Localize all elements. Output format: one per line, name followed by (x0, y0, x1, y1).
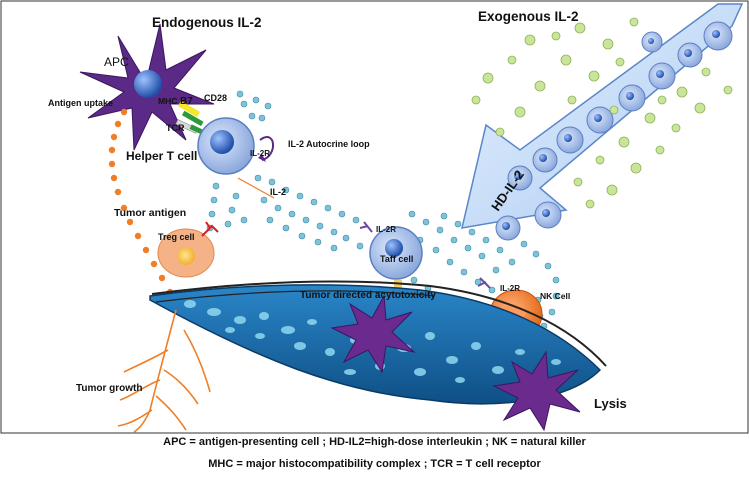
lysis-label: Lysis (594, 396, 627, 411)
b7-label: B7 (180, 96, 193, 107)
treg-cell-label: Treg cell (158, 232, 195, 242)
apc-label: APC (104, 55, 129, 69)
il2-label: IL-2 (270, 187, 286, 197)
endogenous-title: Endogenous IL-2 (152, 15, 262, 30)
lysed-cell-right (492, 350, 581, 432)
il2r-helper-label: IL-2R (250, 149, 270, 158)
mhc-label: MHC (158, 96, 177, 106)
helper-to-taff-arrow (237, 177, 275, 199)
taff-cell-label: Taff cell (380, 254, 413, 264)
cd28-label: CD28 (204, 93, 227, 103)
autocrine-loop-arrow (259, 136, 275, 161)
taff-cell (359, 221, 423, 280)
il2r-nk-label: IL-2R (500, 284, 520, 293)
legend-line-2: MHC = major histocompatibility complex ;… (208, 458, 541, 470)
tumor-growth-vessels (117, 309, 211, 433)
tumor-antigen-label: Tumor antigen (114, 207, 186, 219)
exogenous-title: Exogenous IL-2 (478, 9, 579, 24)
apc-cell (79, 23, 215, 151)
treg-cell (157, 221, 219, 278)
nk-cell-label: NK Cell (540, 291, 570, 301)
tcr-label: TCR (166, 123, 185, 133)
tumor-cytotoxicity-label: Tumor directed acytotoxicity (300, 290, 436, 301)
il2r-taff-label: IL-2R (376, 225, 396, 234)
legend-line-1: APC = antigen-presenting cell ; HD-IL2=h… (163, 436, 586, 448)
exogenous-il2-dots (471, 17, 733, 209)
exogenous-cells (495, 21, 733, 241)
lysed-cell-center (330, 294, 416, 374)
diagram-frame (0, 0, 749, 434)
tumor-antigen-dots (108, 108, 174, 296)
antigen-uptake-label: Antigen uptake (48, 98, 113, 108)
helper-t-cell-label: Helper T cell (126, 149, 197, 163)
tumor-growth-label: Tumor growth (76, 383, 142, 394)
helper-t-cell (197, 117, 255, 175)
autocrine-loop-label: IL-2 Autocrine loop (288, 139, 370, 149)
